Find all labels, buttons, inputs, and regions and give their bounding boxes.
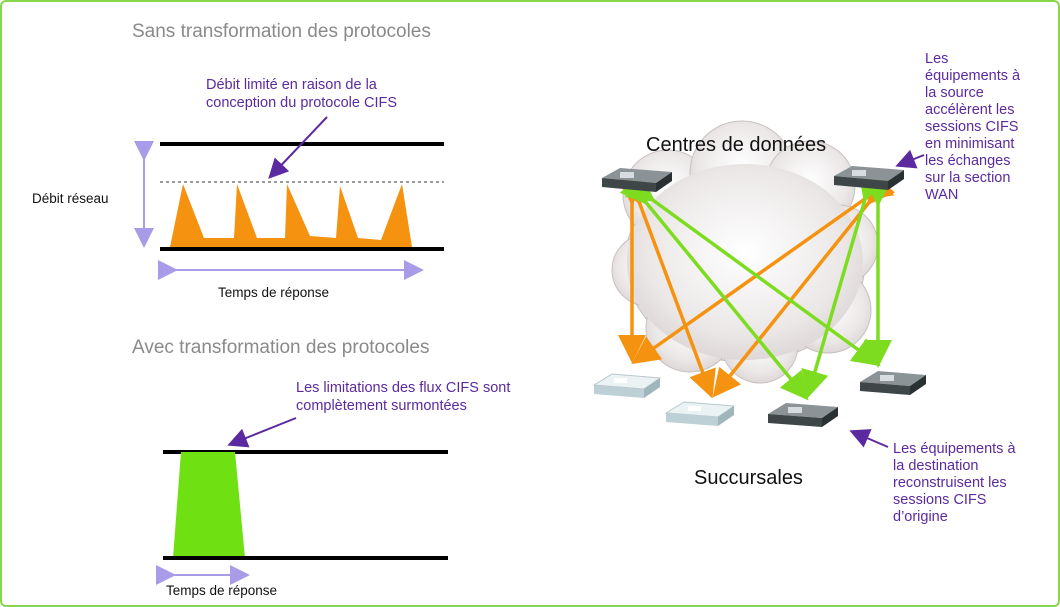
top-x-axis-label: Temps de réponse (218, 285, 330, 300)
destination-note-line: sessions CIFS (893, 492, 987, 508)
top-orange-spikes (170, 184, 412, 247)
source-note-line: sur la section (925, 170, 1011, 186)
source-note: Les équipements à la source accélèrent l… (925, 51, 1020, 204)
source-note-line: la source (925, 85, 984, 101)
source-note-line: accélèrent les (925, 102, 1015, 118)
source-note-line: sessions CIFS (925, 119, 1019, 135)
datacenter-device-left[interactable] (602, 168, 672, 192)
destination-note-pointer (849, 429, 889, 448)
source-note-pointer (895, 149, 925, 169)
bottom-throughput-chart (156, 417, 448, 585)
branch-device-dark-2[interactable] (860, 371, 926, 395)
source-note-line: les échanges (925, 153, 1011, 169)
top-section-title: Sans transformation des protocoles (132, 21, 431, 42)
bottom-green-block (173, 452, 245, 558)
wan-cloud (611, 120, 879, 384)
datacenter-device-right[interactable] (834, 166, 904, 190)
bottom-section-title: Avec transformation des protocoles (132, 337, 430, 358)
green-links (619, 171, 892, 401)
source-note-line: WAN (925, 187, 959, 203)
destination-note-line: la destination (893, 458, 979, 474)
destination-note: Les équipements à la destination reconst… (893, 441, 1016, 526)
branch-device-light-1[interactable] (592, 373, 662, 398)
bottom-x-axis-label: Temps de réponse (166, 583, 278, 598)
top-throughput-chart (134, 116, 444, 280)
branches-label: Succursales (694, 467, 803, 489)
source-note-line: Les (925, 51, 949, 67)
branch-device-dark-1[interactable] (768, 403, 838, 427)
top-annotation-line1: Débit limité en raison de la (206, 77, 377, 93)
top-y-axis-label: Débit réseau (32, 191, 109, 206)
datacenters-label: Centres de données (646, 134, 827, 156)
bottom-annotation-line2: complètement surmontées (296, 398, 467, 414)
top-annotation-line2: conception du protocole CIFS (206, 95, 398, 111)
destination-note-line: d’origine (893, 509, 948, 525)
bottom-annotation-pointer (227, 417, 297, 448)
top-annotation-pointer (268, 116, 328, 179)
branch-device-light-2[interactable] (664, 401, 736, 426)
destination-note-line: reconstruisent les (893, 475, 1007, 491)
destination-note-line: Les équipements à (893, 441, 1016, 457)
bottom-annotation-line1: Les limitations des flux CIFS sont (296, 380, 511, 396)
source-note-line: équipements à (925, 68, 1021, 84)
source-note-line: en minimisant (925, 136, 1015, 152)
